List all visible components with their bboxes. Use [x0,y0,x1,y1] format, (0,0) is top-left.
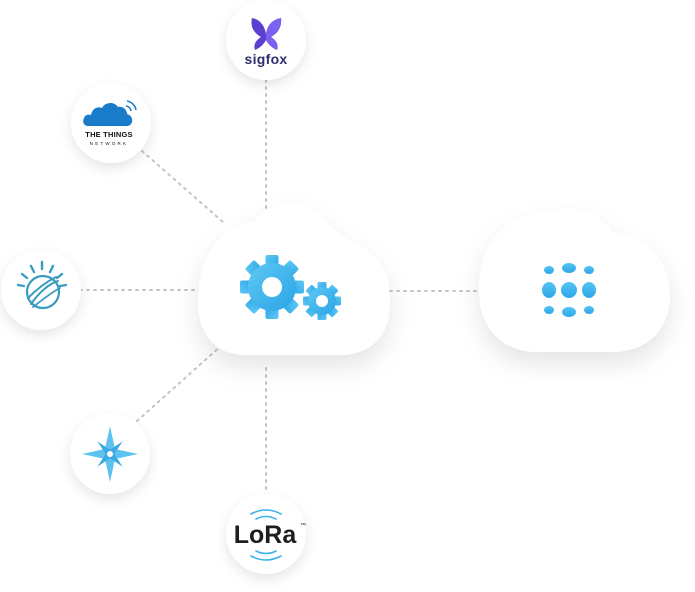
platform-cloud-shape [479,208,670,352]
platform-cloud[interactable] [479,208,670,352]
hub-cloud[interactable] [198,203,390,355]
butterfly-icon [251,18,282,50]
lora-logo-text: LoRa [234,521,298,549]
node-lora-circle [226,494,306,574]
star-icon [82,426,138,482]
node-star[interactable] [70,414,150,494]
node-lora[interactable]: LoRa ™ [226,494,306,574]
ttn-logo-line1: THE THINGS [85,130,132,139]
connector-star [136,344,223,422]
node-sigfox[interactable]: sigfox [226,0,306,80]
globe-icon [16,260,68,310]
connectors [79,79,483,495]
lora-trademark: ™ [300,522,306,529]
node-ibm[interactable] [1,250,81,330]
lora-waves-icon [250,509,282,561]
dot-grid-icon [542,263,596,317]
connector-ttn [141,150,224,223]
node-ttn[interactable]: THE THINGS NETWORK [71,83,151,163]
ttn-logo-line2: NETWORK [90,141,128,146]
node-ibm-circle [1,250,81,330]
gears-icon [240,255,341,320]
sigfox-logo-text: sigfox [244,51,287,67]
cloud-icon [83,100,137,126]
